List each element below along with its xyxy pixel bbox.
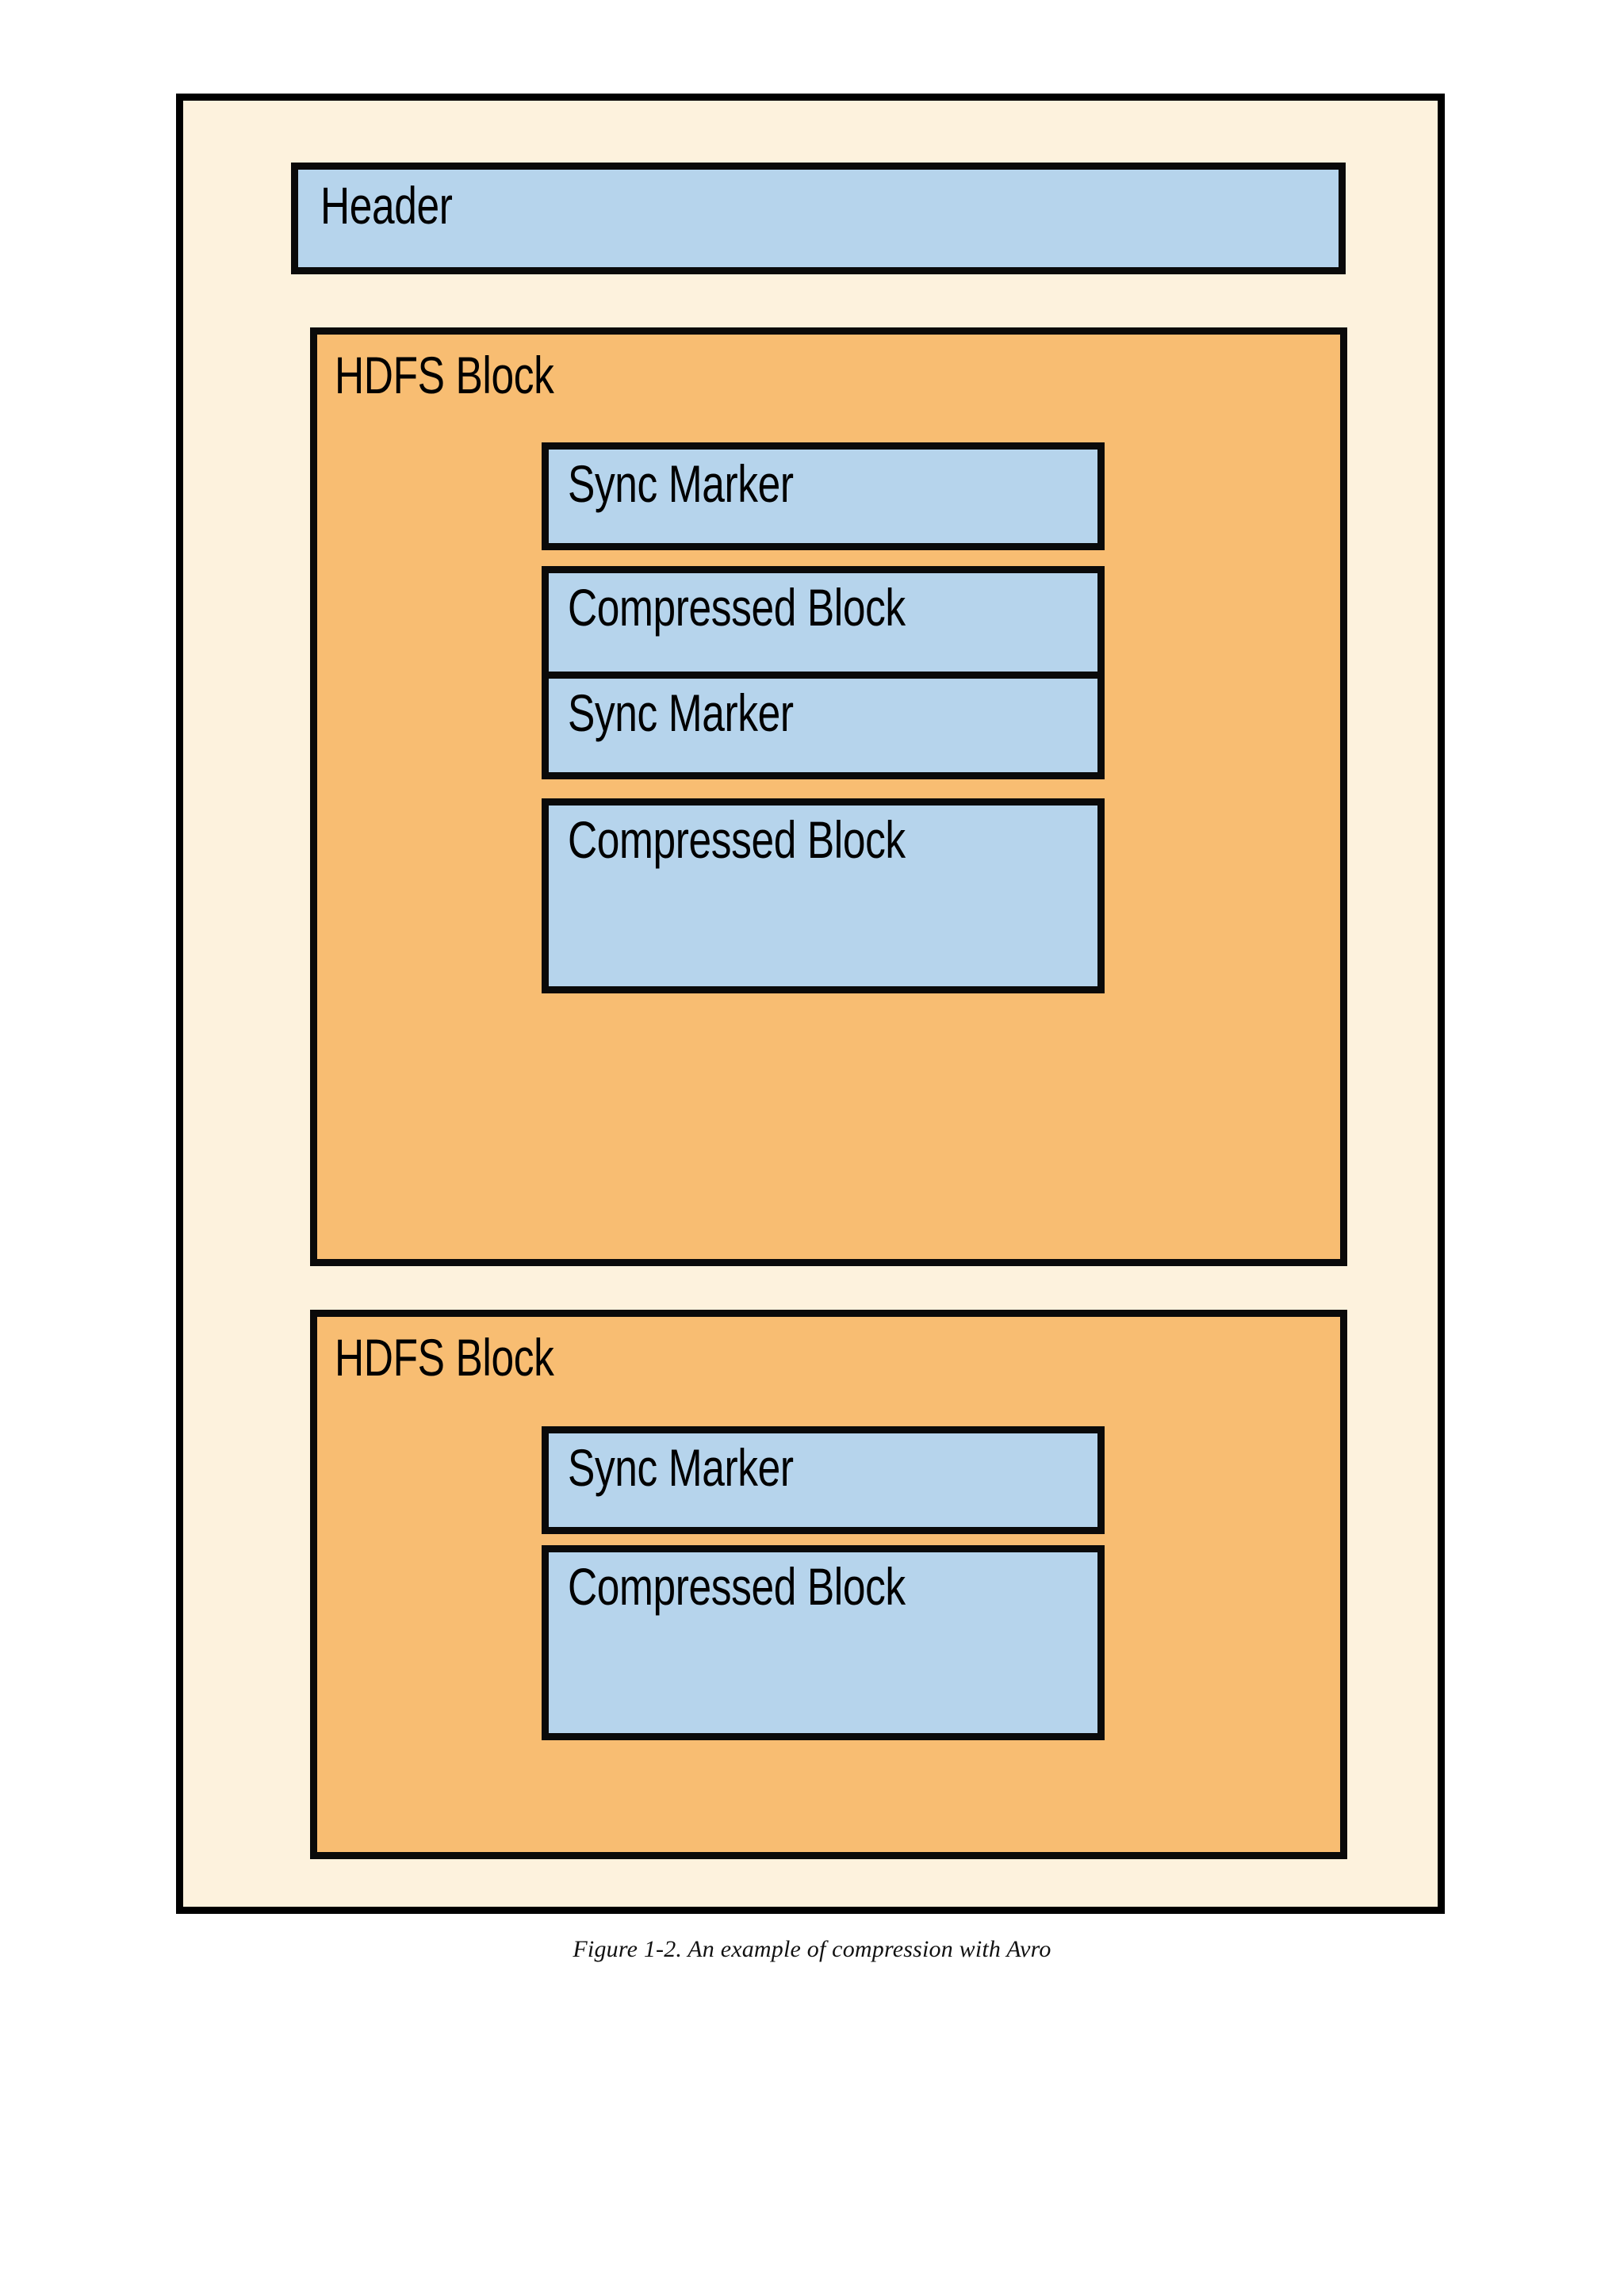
hdfs-block-2-label: HDFS Block [335, 1328, 554, 1387]
hdfs-block-1-label: HDFS Block [335, 346, 554, 404]
hdfs-block-2-sync-marker-1-label: Sync Marker [568, 1438, 794, 1497]
hdfs-block-1-compressed-block-2-label: Compressed Block [568, 810, 906, 869]
hdfs-block-1-compressed-block-1-label: Compressed Block [568, 578, 906, 637]
hdfs-block-1-sync-marker-2-label: Sync Marker [568, 683, 794, 742]
hdfs-block-2-compressed-block-1: Compressed Block [542, 1545, 1105, 1740]
header-block: Header [291, 163, 1346, 274]
hdfs-block-1: HDFS Block Sync Marker Compressed Block … [310, 327, 1347, 1266]
hdfs-block-2: HDFS Block Sync Marker Compressed Block [310, 1310, 1347, 1859]
hdfs-block-1-compressed-block-2: Compressed Block [542, 798, 1105, 993]
hdfs-block-2-compressed-block-1-label: Compressed Block [568, 1557, 906, 1616]
hdfs-block-2-sync-marker-1: Sync Marker [542, 1426, 1105, 1534]
figure-caption: Figure 1-2. An example of compression wi… [573, 1936, 1051, 1962]
hdfs-block-1-sync-marker-2: Sync Marker [542, 672, 1105, 779]
header-block-label: Header [320, 176, 453, 235]
avro-file-container: Header HDFS Block Sync Marker Compressed… [176, 94, 1445, 1914]
hdfs-block-1-sync-marker-1: Sync Marker [542, 442, 1105, 550]
hdfs-block-1-sync-marker-1-label: Sync Marker [568, 454, 794, 513]
